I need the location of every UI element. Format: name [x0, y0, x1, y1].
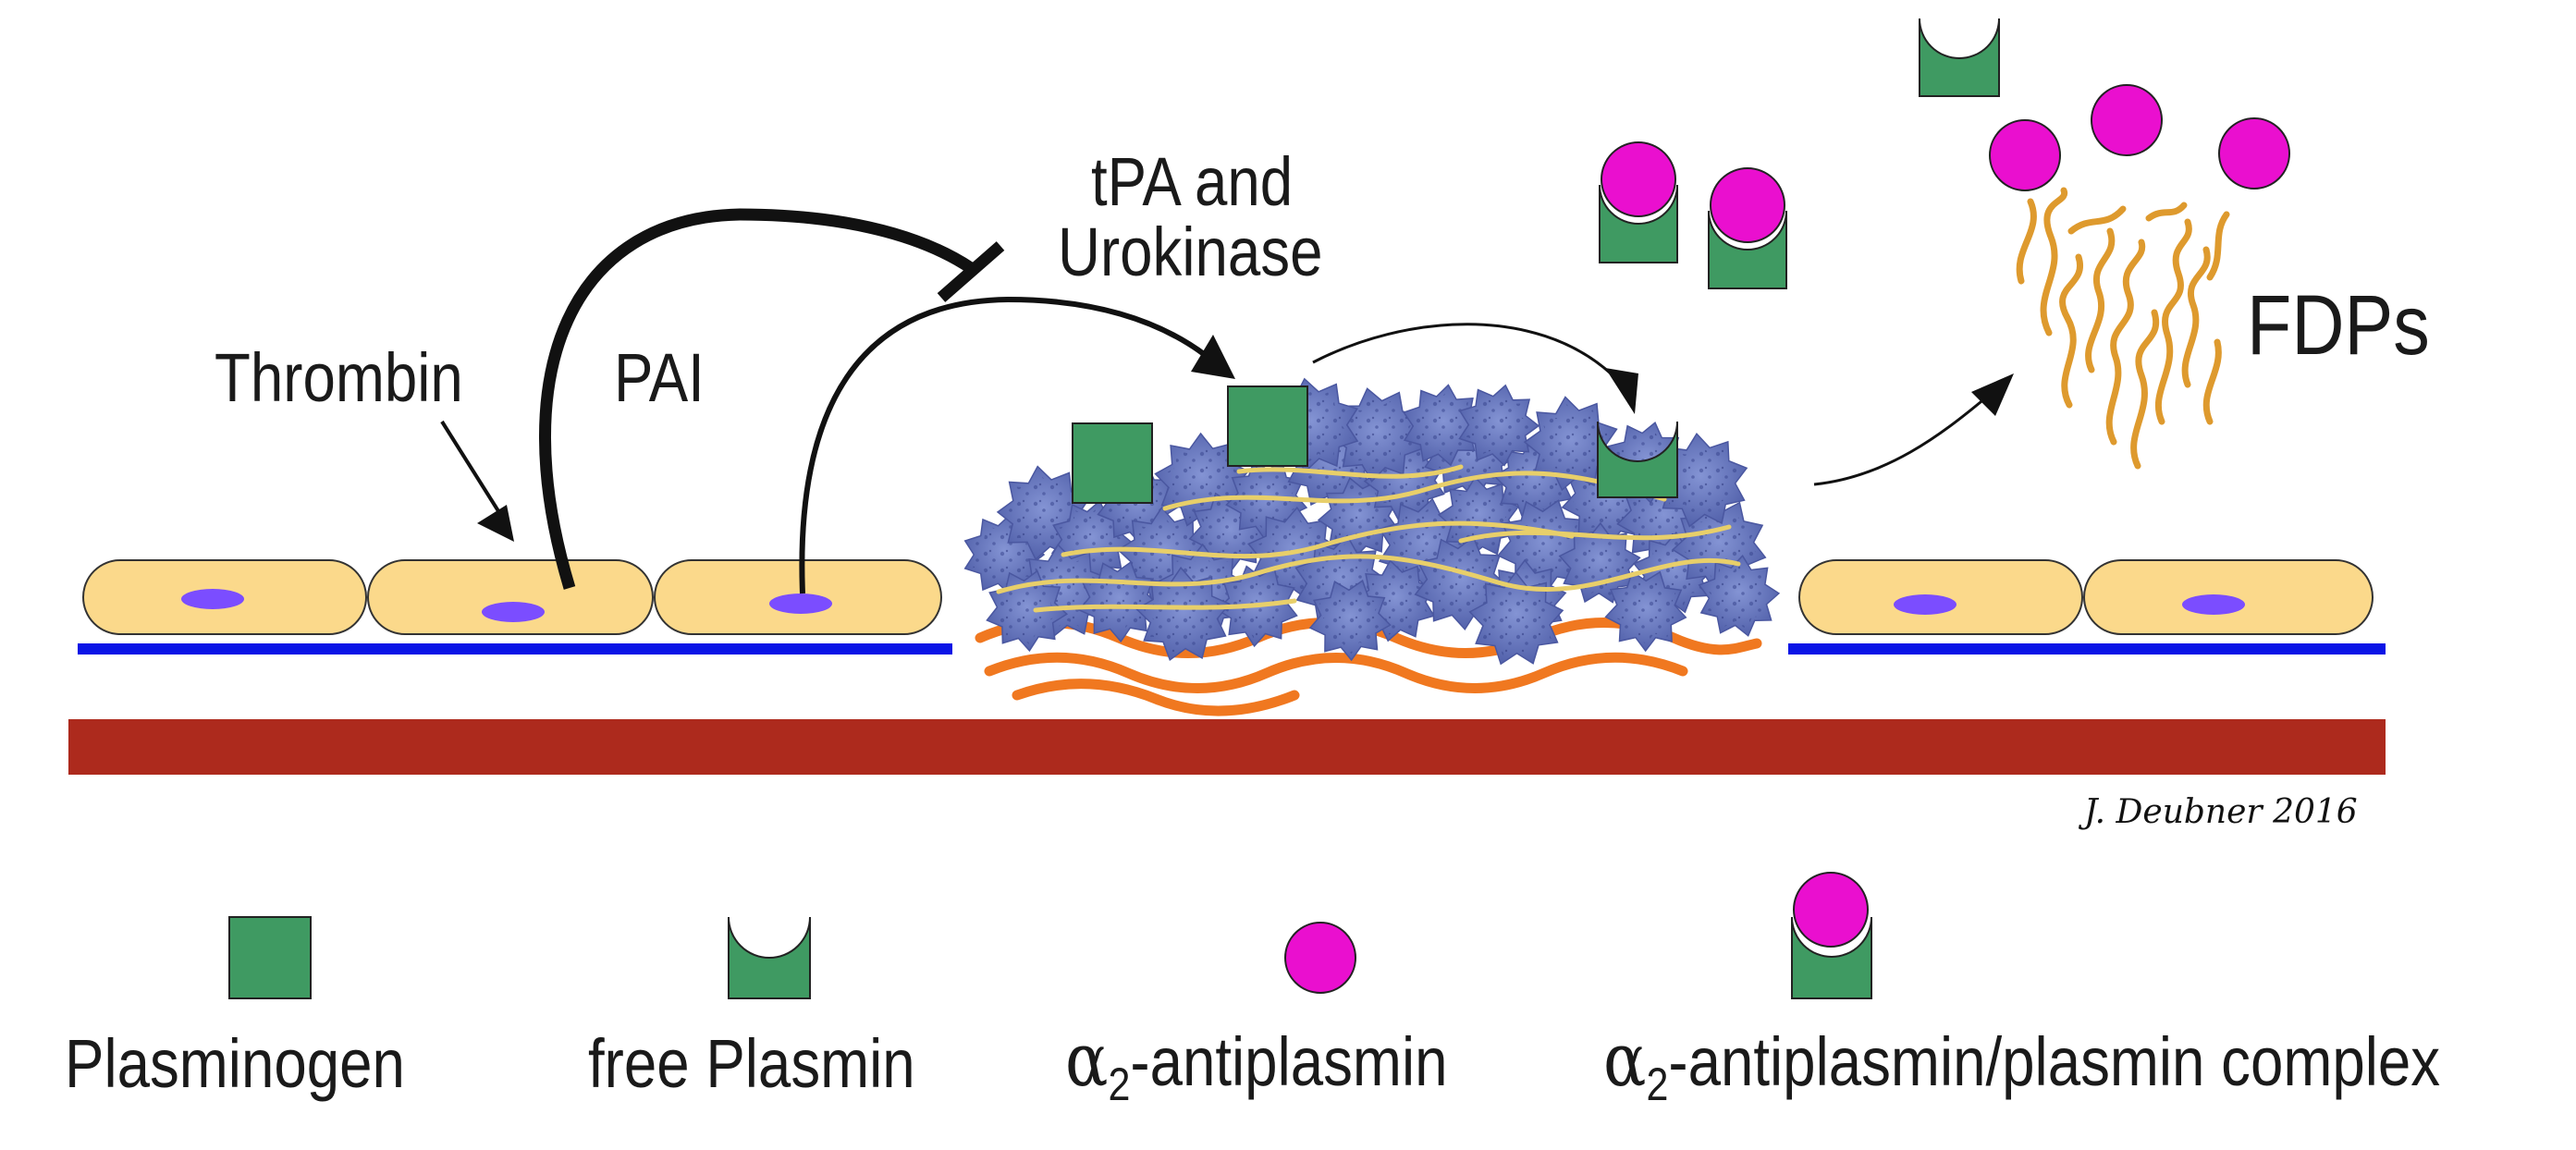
plasminogen-square [1072, 422, 1153, 504]
platelet-texture [1661, 440, 1740, 520]
pai-label: PAI [614, 339, 705, 416]
antiplasmin-text: -antiplasmin [1130, 1023, 1448, 1100]
arrowhead [477, 505, 514, 542]
platelet-texture [1531, 404, 1611, 483]
platelet-texture [1422, 544, 1502, 623]
platelet-texture [1477, 579, 1556, 657]
inhibition-bar [937, 241, 1005, 302]
pai-inhibition-arc [539, 208, 975, 590]
antiplasmin-circle [1989, 119, 2061, 191]
nucleus [1894, 594, 1957, 615]
basement-membrane-right [1788, 643, 2386, 655]
vessel-wall [68, 719, 2386, 775]
platelet-texture [1316, 586, 1384, 655]
arrowhead [1605, 368, 1638, 414]
antiplasmin-circle [2091, 84, 2163, 156]
nucleus [2182, 594, 2245, 615]
nucleus [769, 593, 832, 614]
arrowhead [1971, 373, 2014, 416]
plasminogen-square [1227, 385, 1308, 467]
platelet-texture [1337, 395, 1417, 474]
antiplasmin-circle [2218, 117, 2290, 190]
legend-plasminogen-icon [228, 916, 312, 999]
fibrinolysis-arrow [1813, 396, 1987, 486]
alpha-symbol: α [1603, 1017, 1647, 1103]
legend-antiplasmin-label: α2-antiplasmin [1065, 1017, 1448, 1110]
tpa-label-line2: Urokinase [1058, 214, 1323, 290]
basement-membrane-left [78, 643, 952, 655]
platelet-texture [1409, 391, 1478, 459]
endothelial-cell [367, 559, 654, 635]
signature: J. Deubner 2016 [2084, 793, 2358, 831]
legend-free-plasmin-label: free Plasmin [588, 1025, 915, 1102]
fdps-label: FDPs [2247, 278, 2430, 373]
alpha-subscript: 2 [1646, 1058, 1669, 1110]
arrowhead [1191, 335, 1235, 379]
platelet-texture [1465, 391, 1533, 459]
tpa-activation-arc [799, 296, 1219, 594]
platelet-aggregate [963, 377, 1781, 666]
thrombin-label: Thrombin [215, 339, 463, 416]
platelet-texture [1705, 561, 1773, 630]
alpha-subscript: 2 [1108, 1058, 1131, 1110]
fibrin-degradation-products [2016, 187, 2230, 470]
platelet-texture [1612, 577, 1680, 645]
thrombin-arrow [440, 420, 507, 523]
endothelial-cells-left [82, 559, 942, 635]
antiplasmin-plasmin-complex [1599, 141, 1678, 263]
legend-complex-icon [1791, 872, 1872, 999]
legend-antiplasmin-icon [1284, 922, 1356, 994]
free-plasmin-shape [1597, 421, 1678, 498]
legend-complex-label: α2-antiplasmin/plasmin complex [1603, 1017, 2441, 1110]
nucleus [482, 602, 545, 622]
legend-plasminogen-label: Plasminogen [65, 1025, 405, 1102]
complex-text: -antiplasmin/plasmin complex [1668, 1023, 2441, 1100]
plasmin-conversion-arrow [1312, 323, 1613, 375]
alpha-symbol: α [1065, 1017, 1109, 1103]
antiplasmin-plasmin-complex [1708, 167, 1787, 289]
free-plasmin-shape [1919, 18, 2000, 97]
nucleus [181, 589, 244, 609]
tpa-label-line1: tPA and [1091, 143, 1294, 220]
platelet-texture [1144, 574, 1223, 654]
legend-free-plasmin-icon [728, 916, 811, 999]
endothelial-cells-right [1798, 559, 2374, 635]
platelet-texture [992, 577, 1061, 645]
fibrin-strands [996, 464, 1741, 613]
